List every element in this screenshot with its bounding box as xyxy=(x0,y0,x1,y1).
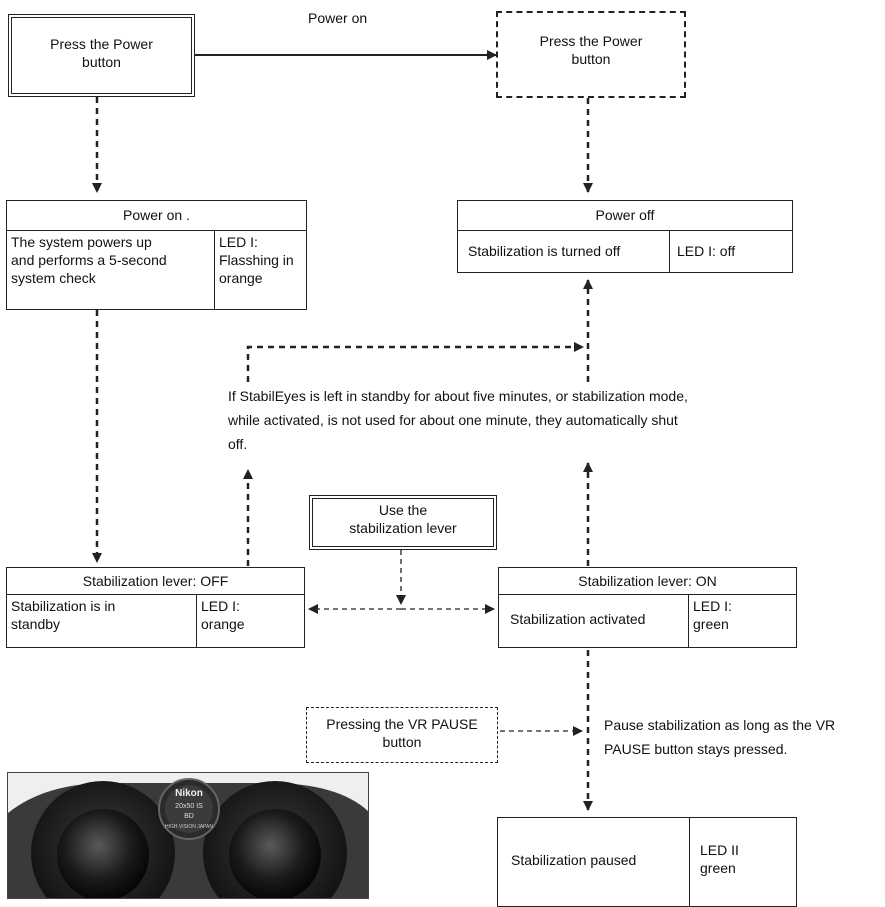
lever-off-desc-line: standby xyxy=(11,616,61,632)
power-on-box: Power on . The system powers up and perf… xyxy=(6,200,307,310)
use-lever-line2: stabilization lever xyxy=(349,520,457,536)
start-box: Press the Power button xyxy=(8,14,195,97)
power-off-led: LED I: off xyxy=(677,243,736,259)
power-on-desc-line: system check xyxy=(11,270,96,286)
auto-shutoff-line: If StabilEyes is left in standby for abo… xyxy=(228,388,688,404)
start-box-line2: button xyxy=(82,54,121,70)
power-off-title: Power off xyxy=(458,201,792,231)
photo-line: BD xyxy=(184,813,194,820)
lever-off-desc-line: Stabilization is in xyxy=(11,598,116,614)
lever-on-box: Stabilization lever: ON Stabilization ac… xyxy=(498,567,797,648)
binocular-illustration: Nikon 20x50 IS BD HIGH VISION JAPAN xyxy=(8,773,368,898)
paused-led-line: green xyxy=(700,860,736,876)
pause-note-line2: PAUSE button stays pressed. xyxy=(604,741,788,757)
auto-shutoff-note: If StabilEyes is left in standby for abo… xyxy=(228,384,878,456)
binocular-photo: Nikon 20x50 IS BD HIGH VISION JAPAN xyxy=(7,772,369,899)
power-on-title: Power on . xyxy=(7,201,306,231)
vr-pause-line1: Pressing the VR PAUSE xyxy=(326,716,478,732)
lever-off-box: Stabilization lever: OFF Stabilization i… xyxy=(6,567,305,648)
lever-off-desc: Stabilization is in standby xyxy=(7,595,197,647)
start-box-line1: Press the Power xyxy=(50,36,153,52)
paused-led-line: LED II xyxy=(700,842,739,858)
press-power-right-box: Press the Power button xyxy=(496,11,686,98)
shutoff-path xyxy=(246,342,584,382)
lever-on-title: Stabilization lever: ON xyxy=(499,568,796,595)
paused-desc: Stabilization paused xyxy=(498,818,690,906)
lever-off-led: LED I: orange xyxy=(197,595,304,647)
vr-pause-line2: button xyxy=(382,734,422,750)
lever-on-led-line: LED I: xyxy=(693,598,732,614)
auto-shutoff-line: while activated, is not used for about o… xyxy=(228,412,678,428)
power-on-led-line: Flasshing in xyxy=(219,252,294,268)
paused-led: LED II green xyxy=(690,818,796,906)
pause-note: Pause stabilization as long as the VR PA… xyxy=(604,713,885,761)
power-off-desc: Stabilization is turned off xyxy=(458,231,670,272)
power-on-led-line: orange xyxy=(219,270,263,286)
photo-model: 20x50 IS xyxy=(175,803,203,810)
photo-curve-text: HIGH VISION JAPAN xyxy=(165,824,213,830)
auto-shutoff-line: off. xyxy=(228,436,248,452)
power-off-box: Power off Stabilization is turned off LE… xyxy=(457,200,793,273)
press-power-right-line1: Press the Power xyxy=(539,33,643,49)
pause-note-line1: Pause stabilization as long as the VR xyxy=(604,717,836,733)
paused-box: Stabilization paused LED II green xyxy=(497,817,797,907)
lever-on-led-line: green xyxy=(693,616,729,632)
power-on-desc: The system powers up and performs a 5-se… xyxy=(7,231,215,309)
lever-off-title: Stabilization lever: OFF xyxy=(7,568,304,595)
use-lever-line1: Use the xyxy=(378,502,428,518)
lever-off-led-line: LED I: xyxy=(201,598,240,614)
photo-brand: Nikon xyxy=(175,788,203,799)
lever-off-led-line: orange xyxy=(201,616,245,632)
lever-on-led: LED I: green xyxy=(689,595,796,647)
lever-on-desc: Stabilization activated xyxy=(499,595,689,647)
press-power-right-line2: button xyxy=(571,51,611,67)
power-on-arrow-label: Power on xyxy=(308,10,368,26)
vr-pause-box: Pressing the VR PAUSE button xyxy=(306,707,498,763)
use-lever-box: Use the stabilization lever xyxy=(309,495,497,550)
power-on-led-line: LED I: xyxy=(219,234,258,250)
power-on-desc-line: The system powers up xyxy=(11,234,152,250)
power-on-desc-line: and performs a 5-second xyxy=(11,252,167,268)
power-on-led: LED I: Flasshing in orange xyxy=(215,231,306,309)
